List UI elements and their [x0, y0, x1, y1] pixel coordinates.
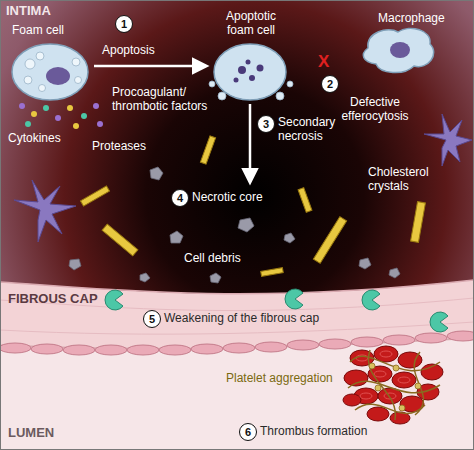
region-label: INTIMA — [6, 4, 51, 19]
callout-number: 3 — [263, 119, 269, 130]
region-label: Necrotic core — [192, 191, 263, 205]
callout-circle: 1 — [115, 15, 133, 33]
factor-label: Cytokines — [8, 132, 61, 146]
macrophage — [363, 28, 433, 72]
callout-circle: 3 — [257, 115, 275, 133]
apoptotic-foam-cell — [209, 44, 293, 100]
secreted-factor — [19, 103, 103, 129]
callout-number: 5 — [149, 314, 155, 325]
callout-circle: 4 — [171, 189, 189, 207]
part-label: Platelet aggregation — [226, 372, 333, 386]
process-label: Apoptosis — [102, 44, 155, 58]
callout-number: 2 — [327, 79, 333, 90]
cholesterol-crystal — [81, 136, 426, 277]
foam-cell — [12, 44, 88, 100]
necrosis-arrow — [249, 104, 252, 182]
intima — [0, 0, 474, 300]
lumen — [0, 280, 474, 450]
part-label: Cell debris — [184, 252, 241, 266]
region-label: LUMEN — [8, 426, 54, 441]
process-label: Secondary necrosis — [278, 116, 362, 144]
callout-number: 4 — [177, 193, 183, 204]
thrombus — [343, 346, 443, 424]
factor-label: Procoagulant/ thrombotic factors — [112, 86, 232, 114]
cell-debris — [69, 167, 400, 283]
callout-circle: 2 — [321, 75, 339, 93]
callout-circle: 6 — [239, 423, 257, 441]
callout-number: 1 — [121, 19, 127, 30]
process-label: Defective efferocytosis — [322, 96, 428, 124]
apoptosis-arrow — [94, 65, 206, 68]
fibrous-cap — [0, 280, 474, 349]
process-label: Weakening of the fibrous cap — [164, 312, 319, 326]
macrophage-nucleus — [390, 42, 410, 58]
cell-label: Macrophage — [378, 12, 445, 26]
callout-circle: 5 — [143, 310, 161, 328]
endothelium — [0, 331, 474, 355]
region-label: FIBROUS CAP — [8, 292, 98, 307]
callout-number: 6 — [245, 427, 251, 438]
part-label: Cholesterol crystals — [368, 166, 452, 194]
cell-label: Apoptotic foam cell — [212, 10, 290, 38]
cell-label: Foam cell — [12, 24, 64, 38]
block-mark: X — [318, 52, 329, 72]
dendritic-cell — [14, 114, 472, 242]
protease-symbol — [105, 289, 448, 332]
factor-label: Proteases — [92, 140, 146, 154]
process-label: Thrombus formation — [260, 425, 367, 439]
